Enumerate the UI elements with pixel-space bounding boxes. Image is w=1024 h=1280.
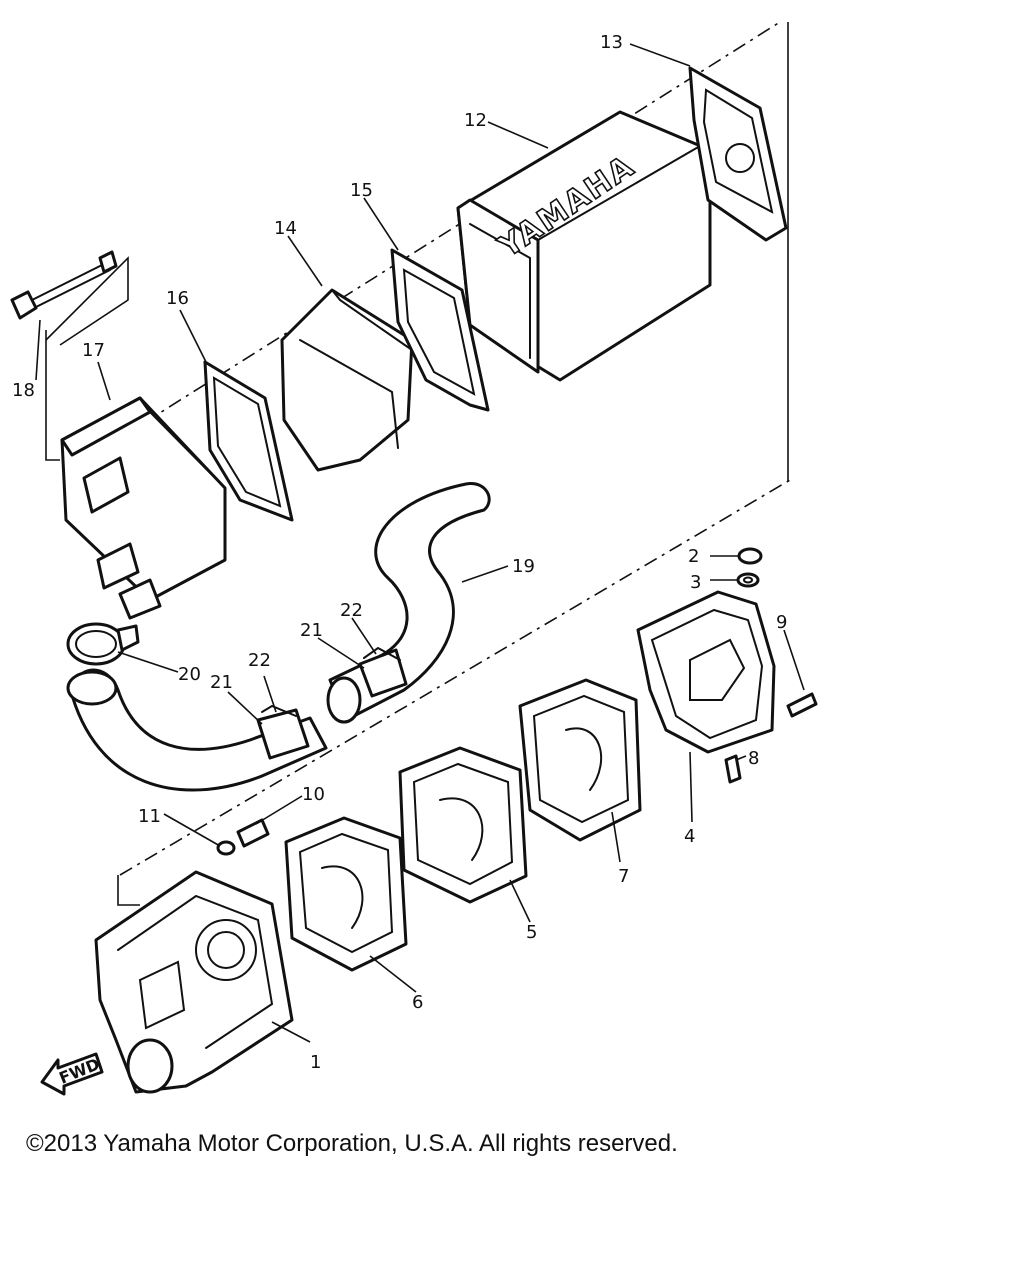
callout-11: 11	[138, 806, 161, 827]
exploded-parts-diagram: YAMAHA	[10, 21, 818, 1096]
callout-19: 19	[512, 556, 535, 577]
part-16-gasket	[203, 360, 294, 522]
callout-21-lower: 21	[210, 672, 233, 693]
part-18-bolt	[10, 250, 118, 320]
callout-18: 18	[12, 380, 35, 401]
callout-labels: 1 2 3 4 5 6 7 8 9 10 11 12 13 14 15 16 1…	[12, 32, 787, 1073]
part-8-9-bolts	[724, 692, 818, 784]
callout-21-upper: 21	[300, 620, 323, 641]
callout-7: 7	[618, 866, 629, 887]
callout-5: 5	[526, 922, 537, 943]
diagram-canvas: YAMAHA	[10, 21, 818, 1096]
callout-12: 12	[464, 110, 487, 131]
part-4-housing	[636, 590, 776, 754]
callout-1: 1	[310, 1052, 321, 1073]
part-2-3-plug-washer	[736, 547, 763, 588]
copyright-notice: ©2013 Yamaha Motor Corporation, U.S.A. A…	[26, 1130, 678, 1157]
callout-13: 13	[600, 32, 623, 53]
callout-leaders	[35, 43, 805, 1043]
callout-8: 8	[748, 748, 759, 769]
part-14-inner-silencer	[280, 288, 414, 472]
callout-15: 15	[350, 180, 373, 201]
part-7-gasket	[518, 678, 642, 842]
part-19-upper-hose	[326, 482, 491, 724]
callout-3: 3	[690, 572, 701, 593]
part-6-gasket	[284, 816, 408, 972]
part-1-front-housing	[94, 870, 294, 1094]
callout-9: 9	[776, 612, 787, 633]
part-13-gasket	[688, 66, 788, 242]
callout-4: 4	[684, 826, 695, 847]
part-17-silencer-case	[60, 396, 227, 620]
callout-17: 17	[82, 340, 105, 361]
part-12-silencer-housing: YAMAHA	[456, 110, 712, 382]
part-20-hose-clamp	[66, 622, 140, 666]
callout-10: 10	[302, 784, 325, 805]
callout-14: 14	[274, 218, 297, 239]
part-21-22-lower-hose	[66, 668, 328, 792]
assembly-guides	[45, 21, 791, 906]
part-15-gasket	[390, 248, 490, 412]
part-10-11-bolt-washer	[216, 818, 270, 856]
callout-2: 2	[688, 546, 699, 567]
callout-6: 6	[412, 992, 423, 1013]
callout-16: 16	[166, 288, 189, 309]
callout-20: 20	[178, 664, 201, 685]
fwd-arrow-icon: FWD	[40, 1052, 104, 1096]
part-5-plate	[398, 746, 528, 904]
callout-22-lower: 22	[248, 650, 271, 671]
callout-22-upper: 22	[340, 600, 363, 621]
